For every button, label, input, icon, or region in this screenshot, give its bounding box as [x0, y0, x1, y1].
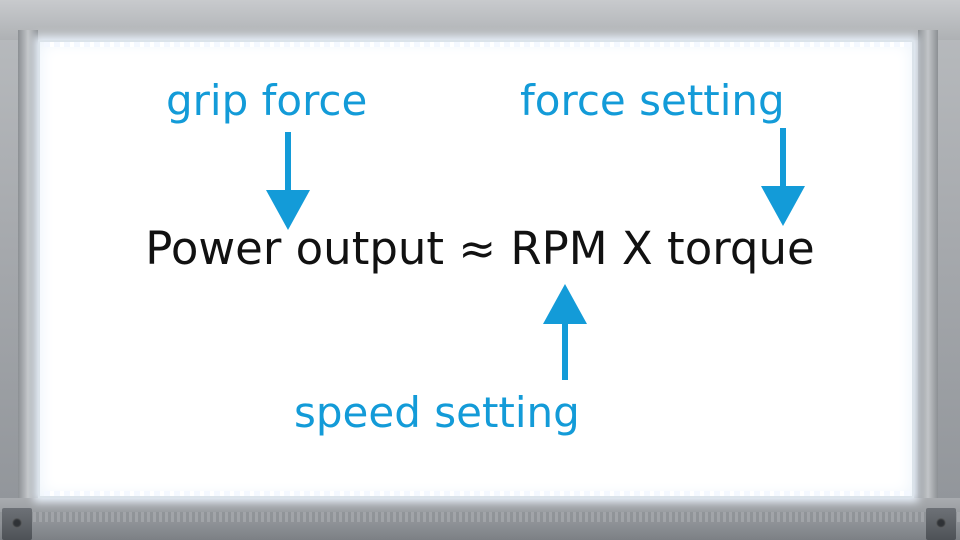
light-panel	[38, 40, 914, 498]
ceiling-frame	[0, 0, 960, 40]
right-post	[918, 30, 938, 510]
bottom-led-strip	[44, 491, 910, 496]
mounting-rail	[0, 512, 960, 522]
speed-setting-label: speed setting	[294, 388, 580, 437]
speed-setting-arrow	[543, 284, 587, 380]
top-led-strip	[44, 42, 910, 47]
right-bracket	[926, 508, 956, 540]
left-bracket	[2, 508, 32, 540]
force-setting-arrow	[761, 128, 805, 226]
grip-force-arrow	[266, 132, 310, 230]
left-post	[18, 30, 38, 510]
force-setting-label: force setting	[520, 76, 785, 125]
grip-force-label: grip force	[166, 76, 368, 125]
power-equation: Power output ≈ RPM X torque	[145, 222, 815, 275]
